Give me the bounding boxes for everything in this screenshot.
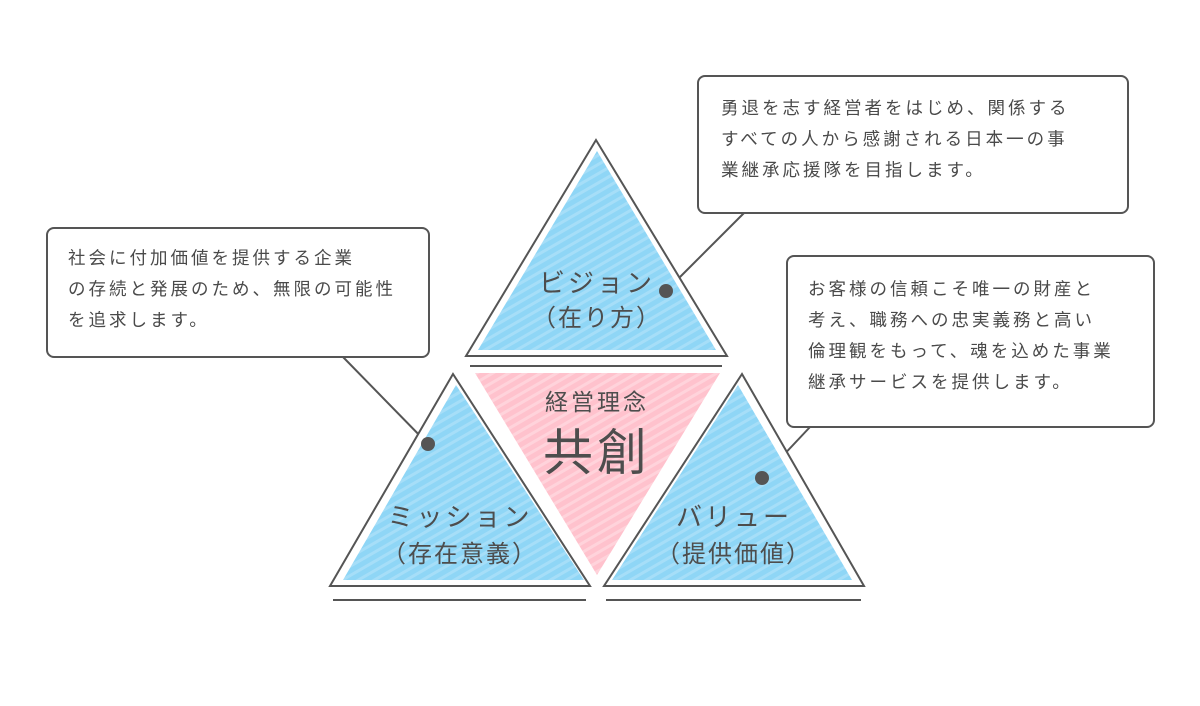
value-callout-line: 倫理観をもって、魂を込めた事業: [808, 342, 1114, 362]
mission-callout-line: を追求します。: [68, 311, 210, 331]
center-triangle: 経営理念 共創: [470, 365, 722, 575]
value-callout-line: お客様の信頼こそ唯一の財産と: [808, 280, 1095, 300]
value-callout-line: 考え、職務への忠実義務と高い: [808, 311, 1095, 331]
vision-callout-line: すべての人から感謝される日本一の事: [721, 130, 1068, 150]
vision-callout-line: 勇退を志す経営者をはじめ、関係する: [721, 99, 1070, 119]
vision-callout: 勇退を志す経営者をはじめ、関係する すべての人から感謝される日本一の事 業継承応…: [697, 75, 1129, 214]
vision-triangle: ビジョン （在り方）: [464, 138, 729, 357]
mission-subtitle: （存在意義）: [382, 540, 538, 568]
vision-leader-dot: [659, 284, 673, 298]
vision-callout-line: 業継承応援隊を目指します。: [721, 161, 986, 181]
value-title: バリュー: [676, 503, 792, 533]
mission-callout: 社会に付加価値を提供する企業 の存続と発展のため、無限の可能性 を追求します。: [46, 227, 430, 358]
value-triangle: バリュー （提供価値）: [602, 372, 866, 601]
vision-title: ビジョン: [539, 269, 655, 299]
mission-leader-line: [342, 356, 429, 445]
value-subtitle: （提供価値）: [656, 540, 812, 568]
value-leader-dot: [755, 471, 769, 485]
center-title: 共創: [543, 424, 651, 482]
mission-leader-dot: [421, 437, 435, 451]
mission-triangle: ミッション （存在意義）: [328, 372, 592, 601]
vision-subtitle: （在り方）: [532, 304, 662, 332]
mission-callout-line: 社会に付加価値を提供する企業: [68, 249, 355, 269]
mission-title: ミッション: [387, 503, 532, 533]
center-label: 経営理念: [545, 390, 649, 416]
value-callout: お客様の信頼こそ唯一の財産と 考え、職務への忠実義務と高い 倫理観をもって、魂を…: [786, 255, 1155, 428]
value-callout-line: 継承サービスを提供します。: [808, 373, 1073, 393]
mission-callout-line: の存続と発展のため、無限の可能性: [68, 280, 396, 300]
